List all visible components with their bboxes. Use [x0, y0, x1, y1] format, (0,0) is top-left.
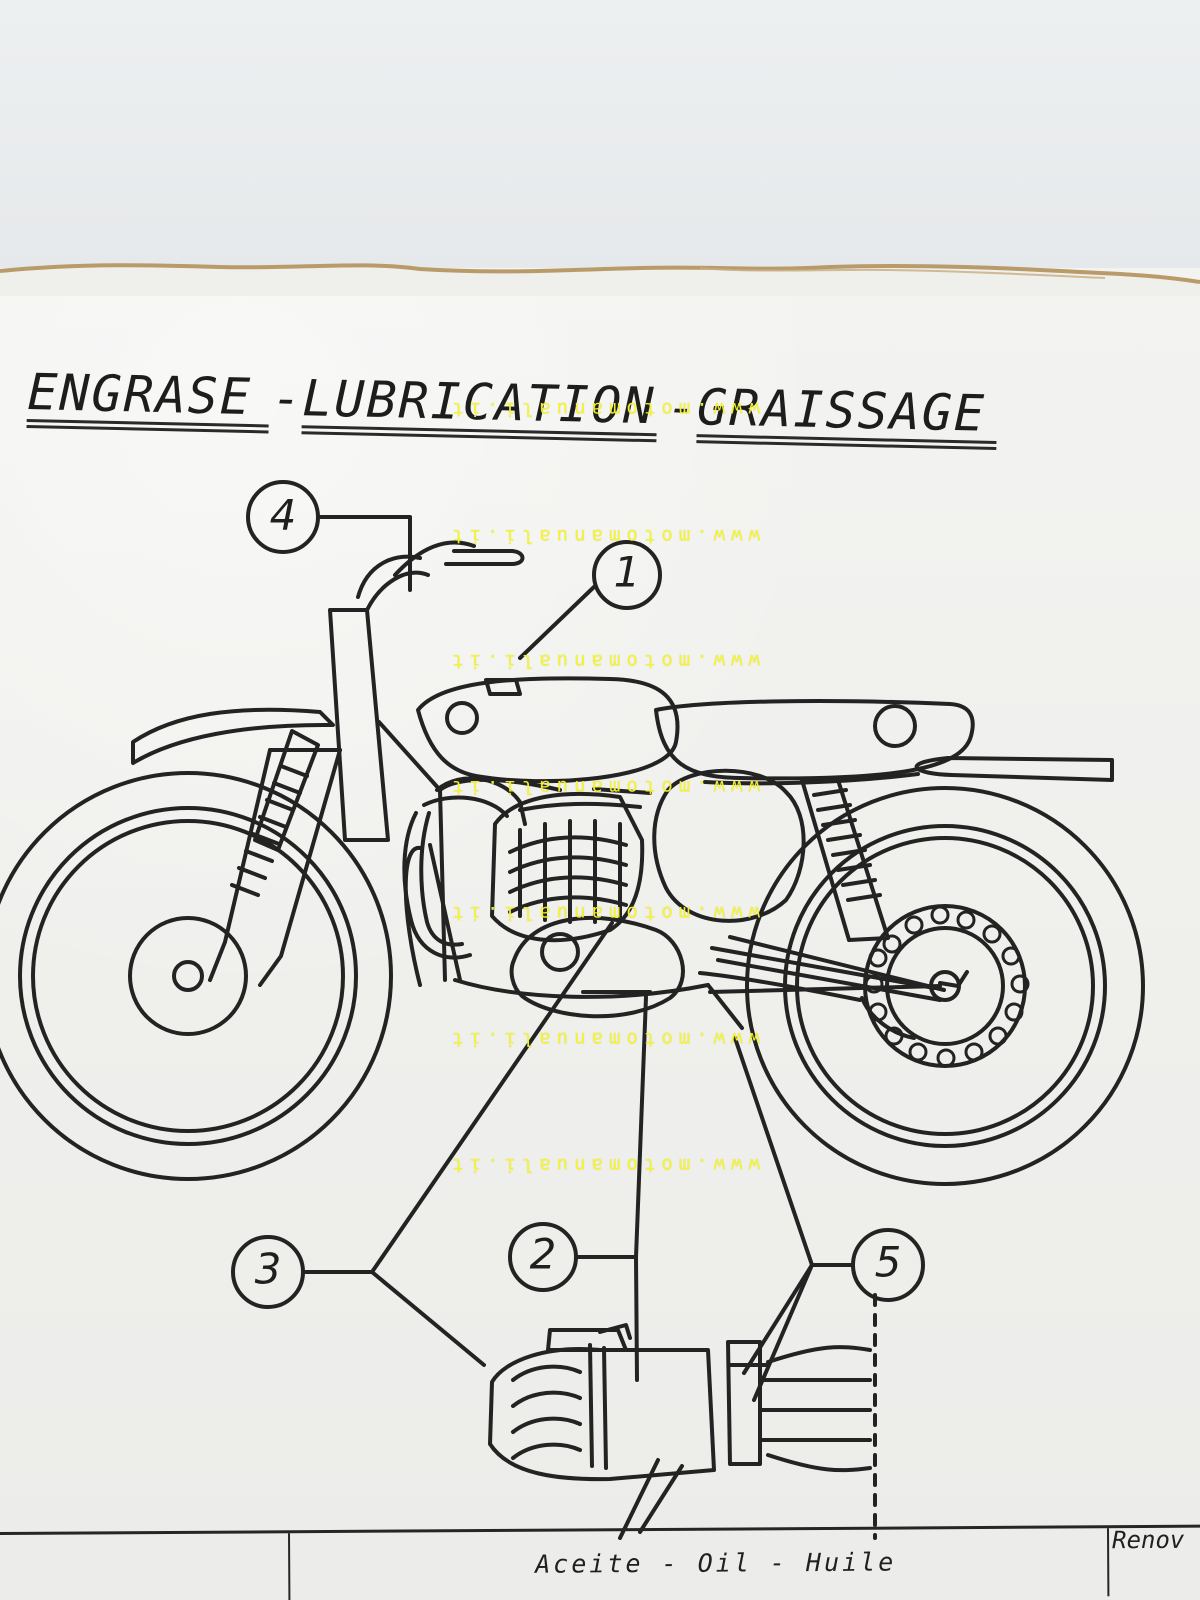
- watermark-6: www.motomanuali.it: [446, 1028, 760, 1050]
- leader-1: [518, 584, 597, 660]
- title-separator-1: -: [271, 370, 304, 428]
- leader-3b: [370, 1270, 486, 1367]
- top-sheet: [0, 0, 1200, 270]
- leader-4: [317, 515, 412, 592]
- table-divider-1: [288, 1533, 291, 1600]
- engine-block: [490, 791, 685, 1019]
- callout-3-label: 3: [255, 1245, 282, 1294]
- front-fork: [208, 540, 525, 987]
- watermark-1: www.motomanuali.it: [446, 398, 760, 420]
- watermark-5: www.motomanuali.it: [446, 902, 760, 924]
- callout-1-label: 1: [614, 548, 641, 597]
- front-fender: [131, 707, 335, 765]
- exhaust-pipe: [402, 776, 527, 960]
- leader-5b: [742, 1263, 814, 1375]
- leader-5c: [752, 1263, 814, 1402]
- title-part-engrase: ENGRASE: [26, 363, 253, 427]
- watermark-2: www.motomanuali.it: [446, 525, 760, 547]
- callout-2-label: 2: [530, 1230, 557, 1279]
- front-wheel: [0, 771, 393, 1181]
- rear-shock: [800, 778, 890, 942]
- frame: [377, 720, 946, 1030]
- fuel-tank: [416, 676, 680, 784]
- swingarm-and-chain: [698, 946, 969, 1040]
- callout-5-label: 5: [875, 1238, 902, 1287]
- rear-fender: [914, 756, 1114, 782]
- callout-1-circle: [592, 540, 662, 610]
- renov-label: Renov: [1111, 1525, 1185, 1555]
- callout-4-label: 4: [270, 491, 297, 540]
- watermark-7: www.motomanuali.it: [446, 1154, 760, 1176]
- rear-wheel: [745, 786, 1145, 1186]
- watermark-3: www.motomanuali.it: [446, 650, 760, 672]
- table-divider-2: [1106, 1528, 1110, 1597]
- engine-detail-view: [488, 1323, 872, 1540]
- bottom-table: Aceite - Oil - Huile Renov: [0, 1524, 1200, 1600]
- lubrication-diagram: 4 1 3 2 5: [0, 480, 1145, 1540]
- leader-2b: [634, 1255, 639, 1382]
- watermark-4: www.motomanuali.it: [446, 776, 760, 798]
- oil-label: Aceite - Oil - Huile: [535, 1547, 897, 1579]
- seat: [654, 699, 975, 786]
